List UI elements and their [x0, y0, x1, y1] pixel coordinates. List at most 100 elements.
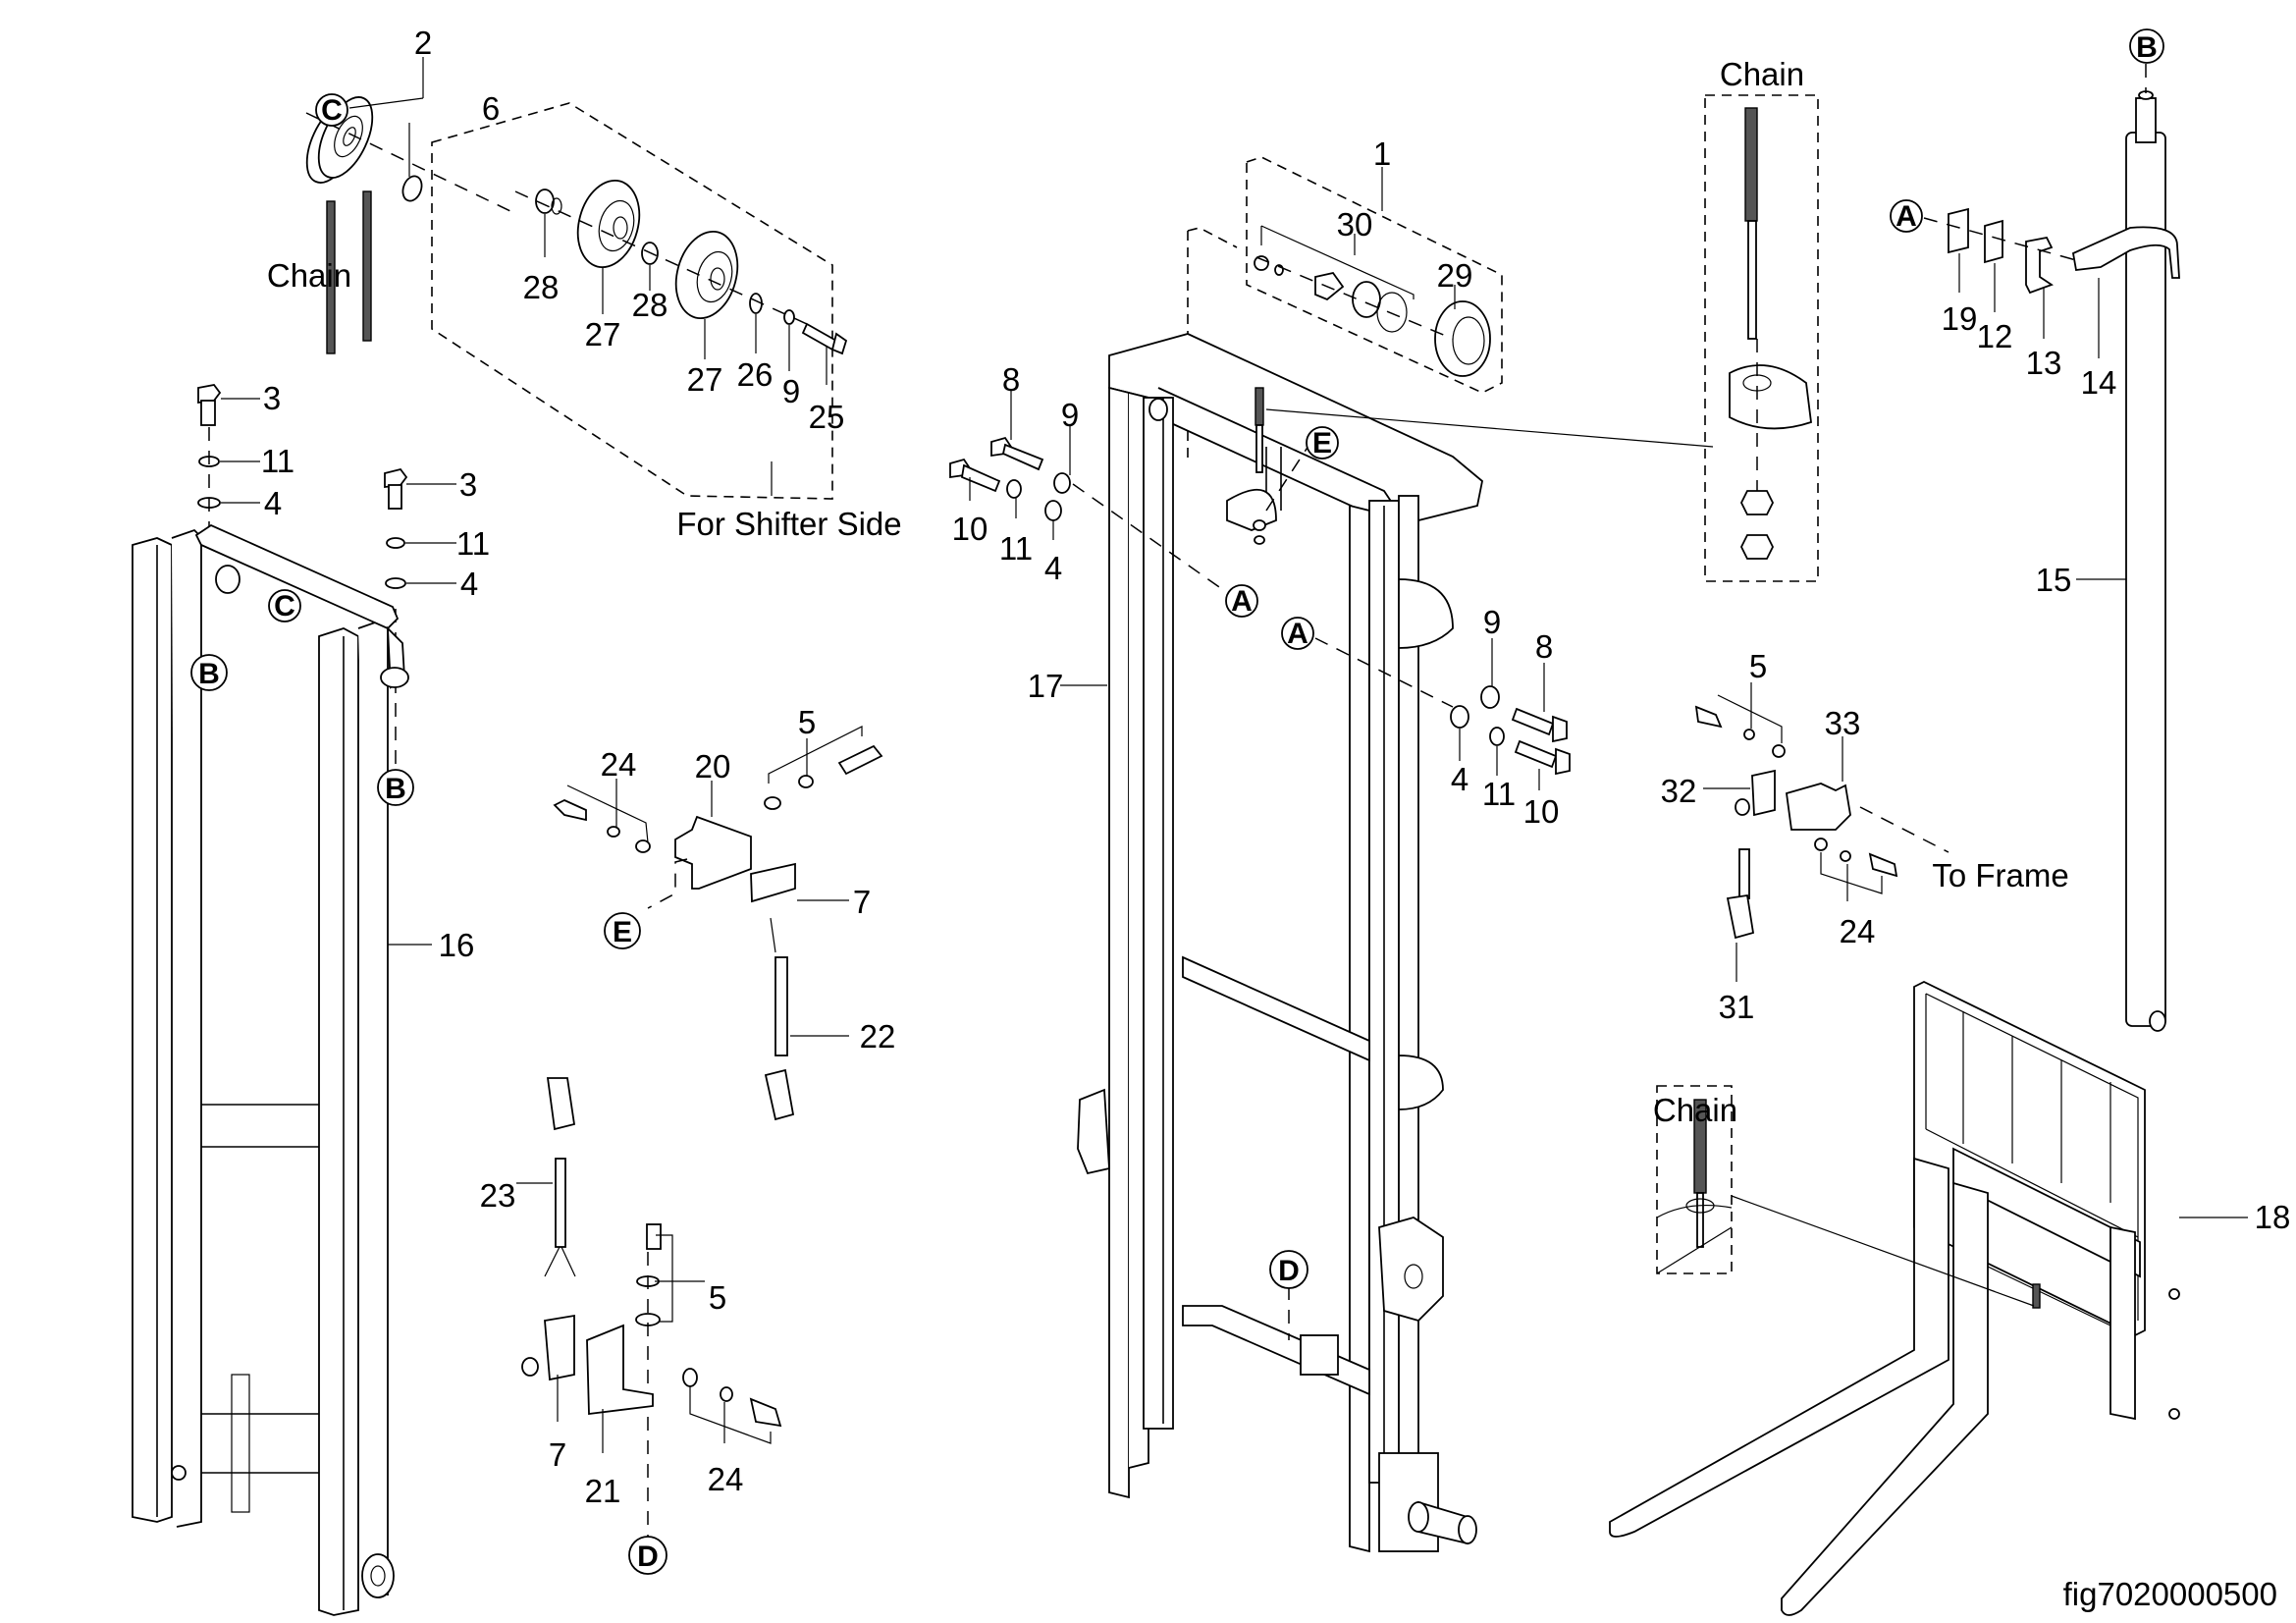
callout-1: 1 [1373, 135, 1391, 172]
ref-marker-C: C [315, 93, 348, 127]
ref-marker-B: B [377, 769, 414, 806]
bolt-part-10 [1514, 739, 1571, 776]
limit-switch-group-frame: 5 33 32 24 31 To Frame [1661, 648, 2069, 1025]
bolt-part-8 [990, 436, 1044, 471]
callout-15: 15 [2036, 562, 2072, 598]
svg-text:E: E [1312, 427, 1332, 460]
bolt-part-25 [801, 322, 848, 355]
callout-27: 27 [585, 316, 621, 352]
callout-20: 20 [695, 748, 731, 784]
snap-ring-part-6 [401, 175, 423, 202]
roller-part-29 [1434, 300, 1491, 377]
callout-3: 3 [459, 466, 477, 503]
figure-id-label: fig7020000500 [2063, 1576, 2277, 1612]
outer-mast-part-16: C B B 3 11 4 3 11 4 16 [132, 380, 490, 1616]
svg-text:C: C [321, 94, 343, 127]
callout-30: 30 [1337, 206, 1373, 243]
callout-9: 9 [1483, 604, 1501, 640]
cylinder-bracket-group: A 19 12 13 14 [1890, 199, 2180, 401]
svg-text:A: A [1896, 200, 1917, 233]
spacer-part-28a [535, 189, 562, 215]
ref-marker-E: E [604, 912, 641, 949]
callout-19: 19 [1942, 300, 1978, 337]
callout-11: 11 [1482, 776, 1516, 812]
ref-marker-D: D [628, 1536, 667, 1575]
callout-10: 10 [952, 511, 988, 547]
callout-3: 3 [263, 380, 281, 416]
limit-switch-group-upper: E 24 20 5 7 22 [553, 704, 896, 1121]
callout-6: 6 [482, 90, 500, 127]
lift-chain [326, 190, 372, 354]
callout-18: 18 [2255, 1199, 2291, 1235]
callout-5: 5 [798, 704, 816, 740]
callout-26: 26 [737, 356, 774, 393]
washer-part-9 [783, 309, 795, 325]
ref-marker-D: D [1269, 1250, 1308, 1289]
callout-4: 4 [264, 485, 282, 521]
callout-29: 29 [1437, 257, 1473, 294]
svg-text:B: B [385, 773, 406, 805]
callout-9: 9 [782, 373, 800, 409]
callout-7: 7 [853, 884, 871, 920]
callout-10: 10 [1523, 793, 1560, 830]
bolt-part-10 [949, 458, 1001, 493]
callout-33: 33 [1825, 705, 1861, 741]
callout-25: 25 [809, 399, 845, 435]
callout-23: 23 [480, 1177, 516, 1214]
callout-28: 28 [523, 269, 560, 305]
callout-13: 13 [2026, 345, 2062, 381]
svg-text:C: C [274, 590, 295, 622]
inner-mast-part-17: E A A D 1 30 29 8 9 10 11 4 9 8 4 11 10 … [949, 135, 1714, 1553]
svg-text:D: D [1278, 1255, 1300, 1287]
callout-24: 24 [708, 1461, 744, 1497]
ref-marker-B: B [2129, 28, 2164, 64]
callout-27: 27 [687, 361, 723, 398]
bolt-part-8 [1511, 707, 1568, 743]
callout-28: 28 [632, 287, 668, 323]
chain-pulley-group: 2 6 28 27 28 27 26 9 25 Chain For Shifte… [267, 25, 902, 542]
chain-caption: Chain [267, 257, 351, 294]
callout-22: 22 [860, 1018, 896, 1055]
callout-17: 17 [1028, 668, 1064, 704]
callout-5: 5 [1749, 648, 1767, 684]
chain-detail-caption: Chain [1720, 56, 1804, 92]
callout-4: 4 [1451, 761, 1468, 797]
for-shifter-side-caption: For Shifter Side [676, 506, 901, 542]
pulley-part-27b [674, 230, 739, 320]
callout-16: 16 [439, 927, 475, 963]
callout-32: 32 [1661, 773, 1697, 809]
callout-24: 24 [1840, 913, 1876, 949]
callout-21: 21 [585, 1473, 621, 1509]
callout-11: 11 [999, 530, 1033, 567]
ref-marker-A: A [1225, 584, 1258, 618]
callout-11: 11 [456, 525, 490, 562]
callout-24: 24 [601, 746, 637, 783]
svg-text:B: B [2136, 31, 2158, 64]
ref-marker-E: E [1306, 426, 1339, 460]
shifter-side-group-box [431, 102, 833, 500]
callout-4: 4 [460, 566, 478, 602]
chain-detail-caption: Chain [1653, 1092, 1737, 1128]
callout-5: 5 [709, 1279, 726, 1316]
svg-text:B: B [198, 658, 220, 690]
svg-text:D: D [637, 1541, 659, 1573]
callout-2: 2 [414, 25, 432, 61]
chain-anchor-detail: Chain [1704, 56, 1819, 582]
ref-marker-C: C [268, 589, 301, 622]
to-frame-caption: To Frame [1932, 857, 2068, 893]
svg-text:A: A [1287, 618, 1308, 650]
callout-8: 8 [1002, 361, 1020, 398]
callout-9: 9 [1061, 397, 1079, 433]
limit-switch-group-lower: D 23 5 7 21 24 [480, 1077, 782, 1575]
carriage-and-forks-part-18: Chain 18 [1609, 980, 2291, 1616]
ref-marker-A: A [1890, 199, 1923, 233]
svg-text:A: A [1231, 585, 1253, 618]
callout-7: 7 [549, 1436, 566, 1473]
callout-14: 14 [2081, 364, 2117, 401]
callout-4: 4 [1044, 550, 1062, 586]
callout-31: 31 [1719, 989, 1755, 1025]
callout-11: 11 [261, 443, 294, 479]
svg-text:E: E [613, 916, 632, 948]
callout-8: 8 [1535, 628, 1553, 665]
